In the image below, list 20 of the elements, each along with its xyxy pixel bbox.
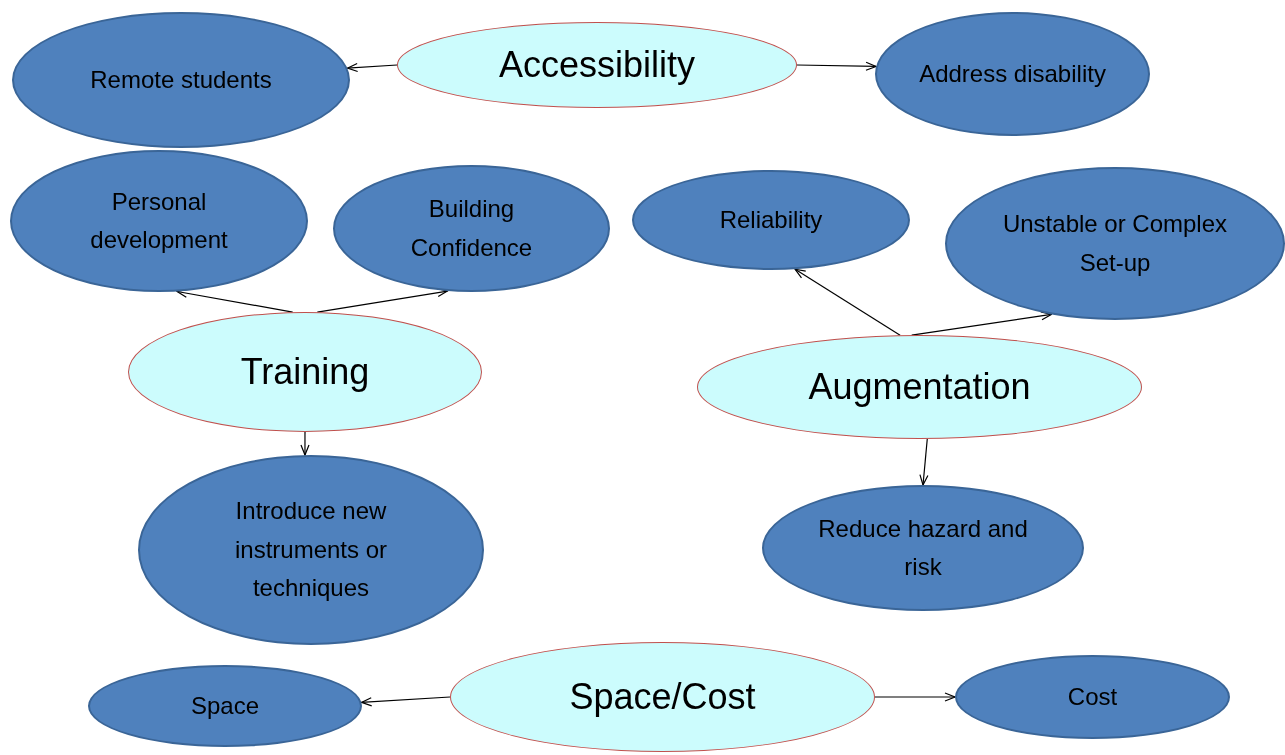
node-label: Cost <box>1067 681 1118 712</box>
arrow <box>919 438 929 486</box>
node-label: Unstable or Complex Set-up <box>1001 209 1229 278</box>
node-label: Reduce hazard and risk <box>817 513 1029 582</box>
node-label: Training <box>240 350 370 394</box>
node-label: Remote students <box>90 64 272 95</box>
node-label: Introduce new instruments or techniques <box>233 496 389 604</box>
node-label: Address disability <box>919 58 1106 89</box>
arrow <box>796 61 877 71</box>
node-label: Space <box>190 690 260 721</box>
arrow <box>874 692 956 702</box>
node-label: Building Confidence <box>409 194 534 263</box>
arrow <box>300 431 310 456</box>
node-label: Personal development <box>89 186 229 255</box>
node-label: Augmentation <box>808 365 1031 409</box>
node-label: Space/Cost <box>569 675 756 719</box>
node-label: Reliability <box>719 204 823 235</box>
node-label: Accessibility <box>498 43 696 87</box>
arrow <box>794 268 901 336</box>
arrow <box>360 696 451 707</box>
